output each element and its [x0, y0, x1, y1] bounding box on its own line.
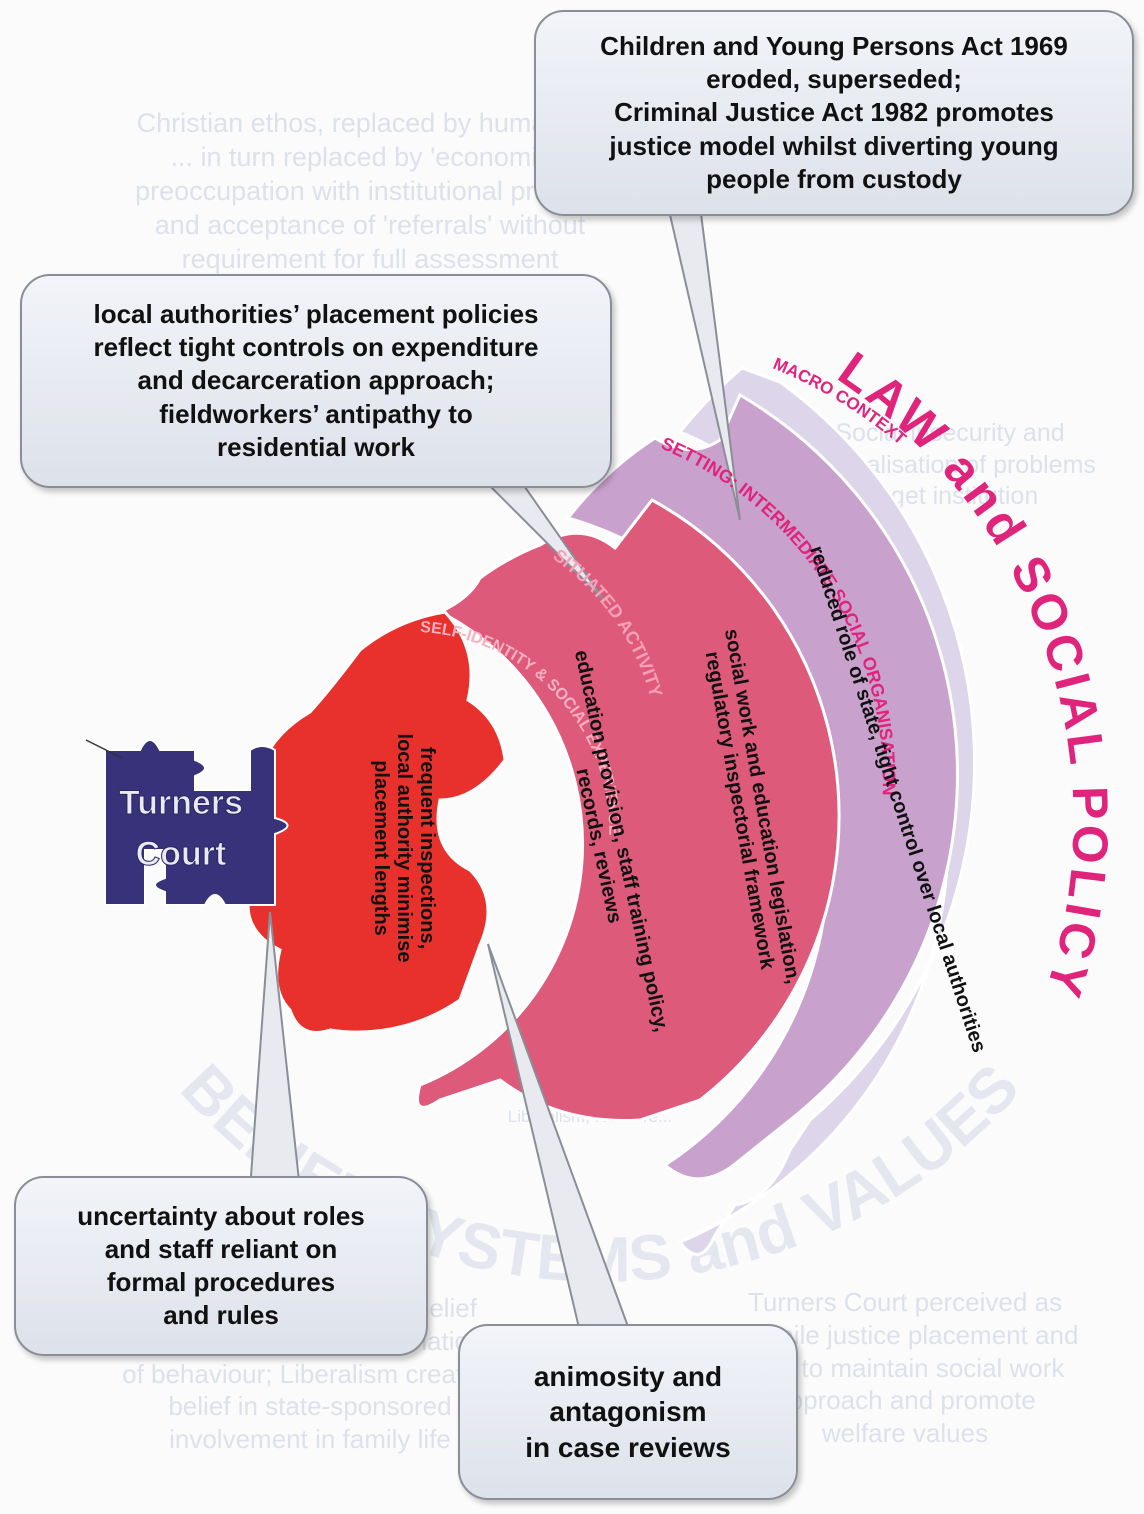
callout-left-mid: local authorities’ placement policies re…	[20, 274, 612, 488]
callout-top-right: Children and Young Persons Act 1969 erod…	[534, 10, 1134, 216]
callout-bottom-center: animosity and antagonism in case reviews	[458, 1324, 798, 1500]
turners-court-pointer	[85, 739, 123, 759]
situated-activity-ring	[416, 498, 841, 1122]
turners-court-piece	[104, 739, 289, 906]
background-text-right-upper: Social insecurity and internalisation of…	[804, 419, 1096, 510]
callout-bottom-left: uncertainty about roles and staff relian…	[14, 1176, 428, 1356]
self-identity-body: frequent inspections, local authority mi…	[370, 733, 438, 963]
turners-court-label: Turners Court	[118, 784, 244, 874]
